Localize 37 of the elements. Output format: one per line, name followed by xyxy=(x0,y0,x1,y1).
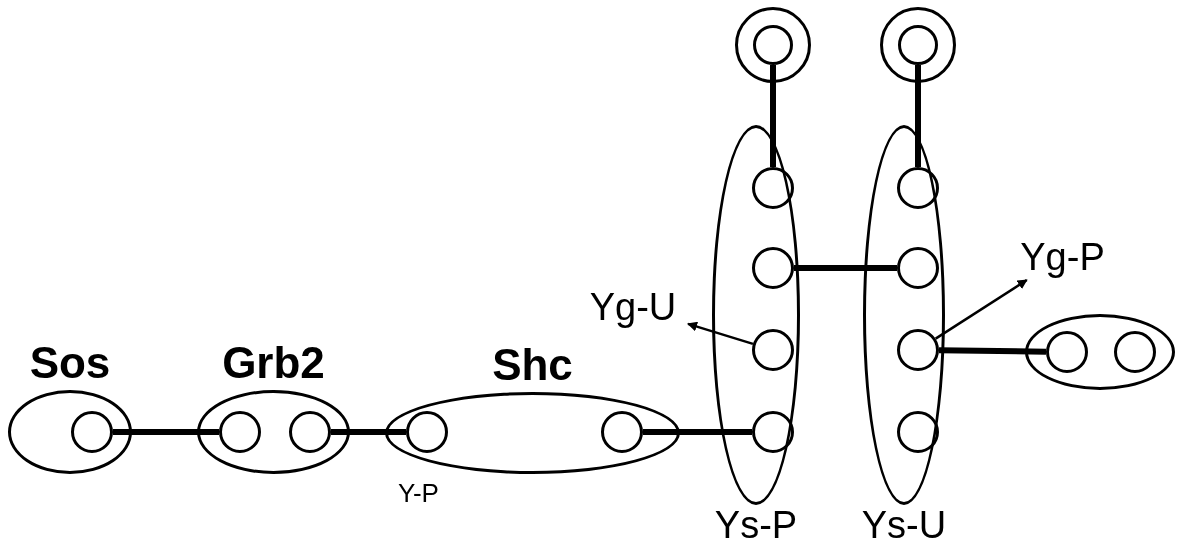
ligand-circle xyxy=(880,7,956,83)
binding-line xyxy=(794,265,897,271)
domain-circle xyxy=(1046,331,1088,373)
domain-circle xyxy=(753,25,793,65)
binding-line xyxy=(113,429,219,435)
site-label: Yg-P xyxy=(1000,234,1125,280)
binding-line xyxy=(643,429,752,435)
binding-line xyxy=(770,65,776,167)
domain-circle xyxy=(601,411,643,453)
site-label: Yg-U xyxy=(578,284,688,330)
protein-name: Sos xyxy=(29,341,111,385)
site-label: Y-P xyxy=(398,480,439,506)
binding-line xyxy=(938,347,1047,355)
domain-circle xyxy=(752,411,794,453)
domain-circle xyxy=(406,411,448,453)
domain-circle xyxy=(219,411,261,453)
protein-name: Grb2 xyxy=(222,341,325,385)
domain-circle xyxy=(898,25,938,65)
domain-circle xyxy=(71,411,113,453)
protein-name: Ys-P xyxy=(714,506,798,540)
binding-line xyxy=(331,429,406,435)
ligand-circle xyxy=(735,7,811,83)
domain-circle xyxy=(752,329,794,371)
domain-circle xyxy=(752,167,794,209)
domain-circle xyxy=(897,247,939,289)
domain-circle xyxy=(752,247,794,289)
binding-line xyxy=(915,65,921,167)
domain-circle xyxy=(289,411,331,453)
domain-circle xyxy=(897,329,939,371)
domain-circle xyxy=(897,411,939,453)
arrow xyxy=(935,278,1028,340)
domain-circle xyxy=(1114,331,1156,373)
protein-name: Shc xyxy=(492,343,573,387)
protein-name: Ys-U xyxy=(861,506,947,540)
protein-capsule xyxy=(1025,314,1175,390)
arrow xyxy=(687,321,754,346)
domain-circle xyxy=(897,167,939,209)
